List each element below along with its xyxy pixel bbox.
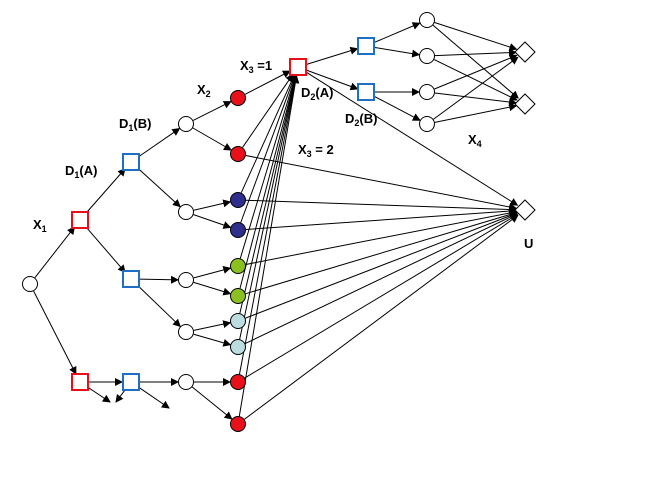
edge-o2-n2: [193, 214, 232, 229]
edge-root-dA: [34, 226, 76, 279]
chance-node-o4: [178, 324, 194, 340]
edge-x3-to-u: [305, 71, 519, 206]
edge-to-u-g1: [245, 209, 518, 265]
decision-node-dX: [289, 58, 307, 76]
label-x3-eq-1: X3 =1: [240, 58, 273, 75]
edge-o4-l2: [193, 333, 232, 347]
label-x1: X1: [33, 217, 47, 234]
chance-node-r2: [230, 146, 246, 162]
edge-b1-o1: [138, 127, 181, 158]
chance-node-r3: [230, 374, 246, 390]
edge-stub-1: [87, 386, 111, 403]
decision-node-b3: [122, 373, 140, 391]
label-d2a: D2(A): [301, 85, 334, 102]
edge-o4-l1: [193, 320, 232, 331]
edge-to-x3-g2: [239, 74, 298, 289]
chance-node-n1: [230, 192, 246, 208]
chance-node-o2: [178, 204, 194, 220]
decision-node-dA: [71, 211, 89, 229]
edge-to-u-r4: [244, 214, 519, 420]
edge-o3-g1: [193, 266, 232, 279]
edge-w3-dia1: [434, 54, 518, 90]
chance-node-r4: [230, 416, 246, 432]
decision-node-dB2: [357, 83, 375, 101]
decision-node-dB1: [357, 37, 375, 55]
label-x2: X2: [197, 82, 211, 99]
chance-node-w2: [419, 48, 435, 64]
edge-w1-dia2: [432, 24, 519, 99]
decision-node-b1: [122, 153, 140, 171]
edge-to-x3-l1: [239, 74, 299, 314]
label-d1b: D1(B): [119, 116, 152, 133]
chance-node-root: [22, 276, 38, 292]
edge-o5-r4: [191, 386, 233, 420]
edge-dB1-w2: [374, 46, 421, 58]
edge-w1-dia1: [434, 22, 518, 51]
edge-stub-3: [138, 386, 170, 409]
edge-o3-g2: [193, 281, 232, 296]
edge-to-x3-n1: [240, 74, 296, 193]
chance-node-w4: [419, 116, 435, 132]
edge-b2-o4: [137, 284, 181, 328]
edge-w4-dia2: [434, 103, 518, 123]
edge-w2-dia1: [434, 48, 518, 57]
edge-to-u-n2: [245, 207, 518, 230]
edge-to-x3-g1: [239, 74, 298, 259]
chance-node-o3: [178, 272, 194, 288]
edge-w3-dia2: [434, 92, 518, 107]
edge-w2-dia2: [433, 59, 518, 101]
edge-to-x3-r3: [239, 74, 299, 375]
utility-node-dia1: [514, 41, 536, 63]
edge-to-x3-r1: [244, 70, 291, 95]
chance-node-w1: [419, 12, 435, 28]
edge-to-x3-r2: [242, 73, 294, 148]
edge-dX-dB1: [306, 46, 359, 65]
edge-w4-dia1: [433, 56, 519, 120]
edges: [33, 22, 519, 420]
chance-node-o1: [178, 116, 194, 132]
label-u: U: [524, 236, 534, 251]
edge-to-u-g2: [245, 210, 518, 295]
label-x3-eq-2: X3 = 2: [298, 142, 334, 159]
decision-node-dC: [71, 373, 89, 391]
utility-node-dia2: [514, 93, 536, 115]
edge-to-u-r2: [245, 155, 518, 211]
edge-o2-n1: [193, 199, 232, 211]
nodes: [22, 12, 536, 432]
chance-node-o5: [178, 374, 194, 390]
utility-node-U: [514, 199, 536, 221]
edge-to-x3-n2: [240, 74, 297, 223]
edge-to-x3-r4: [238, 74, 300, 417]
edge-to-x3-l2: [239, 74, 299, 340]
edge-to-u-l2: [245, 213, 518, 345]
edge-stub-2: [115, 388, 126, 403]
chance-node-r1: [230, 90, 246, 106]
chance-node-l2: [230, 339, 246, 355]
edge-o1-r1: [192, 101, 232, 121]
edge-b1-o2: [137, 167, 181, 208]
chance-node-l1: [230, 313, 246, 329]
chance-node-g1: [230, 258, 246, 274]
edge-b2-o3: [139, 275, 180, 284]
label-d2b: D2(B): [345, 111, 378, 128]
edge-to-u-r3: [244, 214, 519, 379]
edge-dB2-w4: [373, 95, 421, 121]
chance-node-w3: [419, 84, 435, 100]
edge-root-dC: [33, 290, 77, 375]
edge-to-u-n1: [245, 199, 518, 214]
edge-dX-dB2: [306, 69, 359, 91]
edge-to-u-l1: [245, 212, 518, 319]
chance-node-g2: [230, 288, 246, 304]
chance-node-n2: [230, 222, 246, 238]
edge-dA-b1: [85, 168, 126, 214]
label-d1a: D1(A): [65, 163, 98, 180]
label-x4: X4: [468, 132, 482, 149]
decision-node-b2: [122, 270, 140, 288]
edge-o1-r2: [192, 127, 232, 151]
edge-dB1-w1: [374, 22, 421, 43]
edge-dA-b2: [85, 226, 126, 273]
